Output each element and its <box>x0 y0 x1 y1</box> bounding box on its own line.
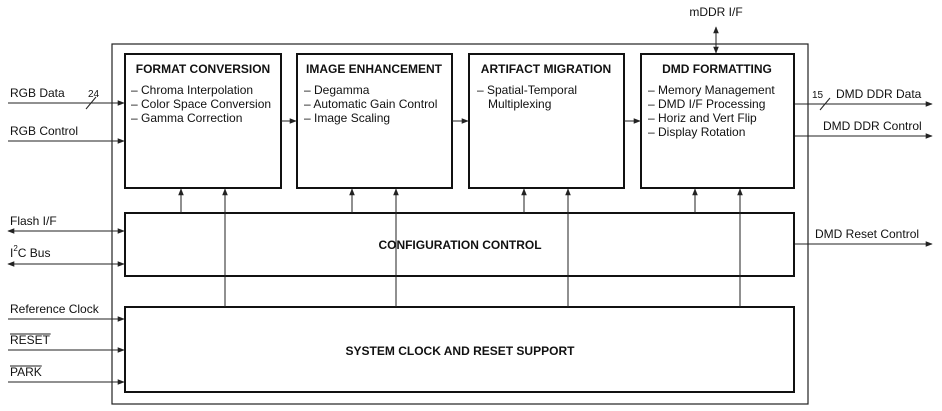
rgb-data-width-label: 24 <box>88 89 100 100</box>
dmd-formatting-item: – Horiz and Vert Flip <box>648 111 757 125</box>
bus-slash-dmd-ddr-data <box>819 97 831 111</box>
configuration-control-block: CONFIGURATION CONTROL <box>124 212 795 277</box>
dmd-formatting-title: DMD FORMATTING <box>662 62 772 76</box>
artifact-migration-block: ARTIFACT MIGRATION – Spatial-Temporal Mu… <box>468 53 625 189</box>
system-clock-title: SYSTEM CLOCK AND RESET SUPPORT <box>346 344 576 358</box>
dmd-formatting-block: DMD FORMATTING – Memory Management – DMD… <box>640 53 795 189</box>
dmd-formatting-item: – Display Rotation <box>648 125 745 139</box>
format-conversion-item: – Gamma Correction <box>131 111 242 125</box>
flash-if-label: Flash I/F <box>10 214 57 228</box>
artifact-migration-item: – Spatial-Temporal <box>477 83 577 97</box>
rgb-data-label: RGB Data <box>10 86 65 100</box>
reference-clock-label: Reference Clock <box>10 302 100 316</box>
rgb-control-label: RGB Control <box>10 124 78 138</box>
dmd-formatting-item: – DMD I/F Processing <box>648 97 765 111</box>
mddr-if-label: mDDR I/F <box>689 5 742 19</box>
dmd-formatting-item: – Memory Management <box>648 83 775 97</box>
bus-slash-rgb-data <box>85 96 97 110</box>
dmd-ddr-data-width-label: 15 <box>812 90 824 101</box>
dmd-reset-control-label: DMD Reset Control <box>815 227 919 241</box>
system-clock-block: SYSTEM CLOCK AND RESET SUPPORT <box>124 306 795 393</box>
image-enhancement-item: – Image Scaling <box>304 111 390 125</box>
artifact-migration-title: ARTIFACT MIGRATION <box>481 62 611 76</box>
park-label: PARK <box>10 365 42 379</box>
image-enhancement-title: IMAGE ENHANCEMENT <box>306 62 443 76</box>
dmd-ddr-data-label: DMD DDR Data <box>836 87 922 101</box>
image-enhancement-block: IMAGE ENHANCEMENT – Degamma – Automatic … <box>296 53 453 189</box>
format-conversion-item: – Color Space Conversion <box>131 97 271 111</box>
configuration-control-title: CONFIGURATION CONTROL <box>378 238 541 252</box>
reset-label: RESET <box>10 333 51 347</box>
dmd-ddr-control-label: DMD DDR Control <box>823 119 922 133</box>
i2c-bus-label: I2C Bus <box>10 244 50 260</box>
format-conversion-block: FORMAT CONVERSION – Chroma Interpolation… <box>124 53 282 189</box>
image-enhancement-item: – Automatic Gain Control <box>304 97 437 111</box>
artifact-migration-item: Multiplexing <box>488 97 551 111</box>
image-enhancement-item: – Degamma <box>304 83 370 97</box>
format-conversion-item: – Chroma Interpolation <box>131 83 253 97</box>
format-conversion-title: FORMAT CONVERSION <box>136 62 270 76</box>
